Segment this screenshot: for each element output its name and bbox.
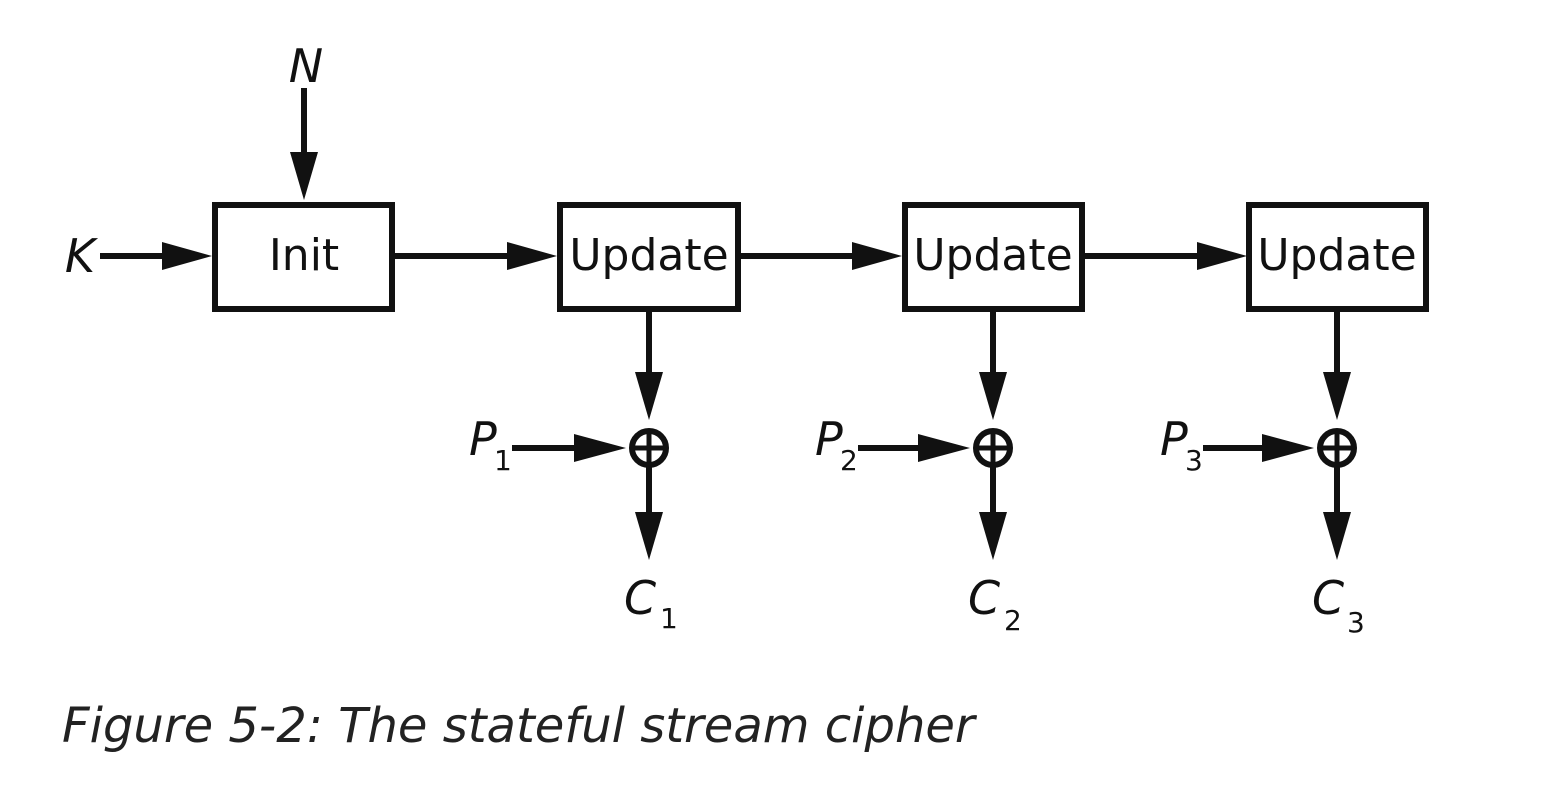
update-block-2-label: Update [913, 230, 1072, 281]
plaintext-1-arrowhead [574, 434, 626, 462]
keystream-arrowhead-2 [979, 372, 1007, 420]
state-arrowhead-2 [1197, 242, 1247, 270]
figure-caption: Figure 5-2: The stateful stream cipher [62, 698, 975, 754]
ciphertext-1-letter: C [624, 571, 656, 625]
ciphertext-3-arrowhead [1323, 512, 1351, 560]
plaintext-3-letter: P [1160, 412, 1188, 466]
state-arrowhead-1 [852, 242, 902, 270]
state-arrowhead-0 [507, 242, 557, 270]
init-block-label: Init [269, 230, 339, 281]
plaintext-1-letter: P [469, 412, 497, 466]
ciphertext-3-subscript: 3 [1347, 606, 1365, 639]
plaintext-3-subscript: 3 [1185, 444, 1203, 477]
plaintext-1-subscript: 1 [494, 444, 512, 477]
ciphertext-1-subscript: 1 [660, 602, 678, 635]
ciphertext-2-letter: C [968, 571, 1000, 625]
key-arrowhead [162, 242, 212, 270]
xor-stage-1: P 1 C 1 [469, 311, 678, 635]
xor-stage-3: P 3 C 3 [1160, 311, 1365, 639]
xor-icon [629, 428, 669, 468]
xor-icon [1317, 428, 1357, 468]
xor-stage-2: P 2 C 2 [815, 311, 1022, 637]
plaintext-2-arrowhead [918, 434, 970, 462]
ciphertext-3-letter: C [1312, 571, 1344, 625]
update-block-2: Update [902, 202, 1085, 312]
nonce-label: N [289, 39, 323, 93]
update-block-3-label: Update [1257, 230, 1416, 281]
key-label: K [65, 229, 99, 283]
update-block-1-label: Update [569, 230, 728, 281]
ciphertext-2-arrowhead [979, 512, 1007, 560]
plaintext-3-arrowhead [1262, 434, 1314, 462]
update-block-1: Update [557, 202, 741, 312]
ciphertext-1-arrowhead [635, 512, 663, 560]
plaintext-2-letter: P [815, 412, 843, 466]
init-block: Init [212, 202, 395, 312]
keystream-arrowhead-1 [635, 372, 663, 420]
update-block-3: Update [1246, 202, 1429, 312]
plaintext-2-subscript: 2 [840, 444, 858, 477]
svg-text:P: P [469, 412, 497, 466]
keystream-arrowhead-3 [1323, 372, 1351, 420]
xor-icon [973, 428, 1013, 468]
nonce-arrowhead [290, 152, 318, 200]
ciphertext-2-subscript: 2 [1004, 604, 1022, 637]
